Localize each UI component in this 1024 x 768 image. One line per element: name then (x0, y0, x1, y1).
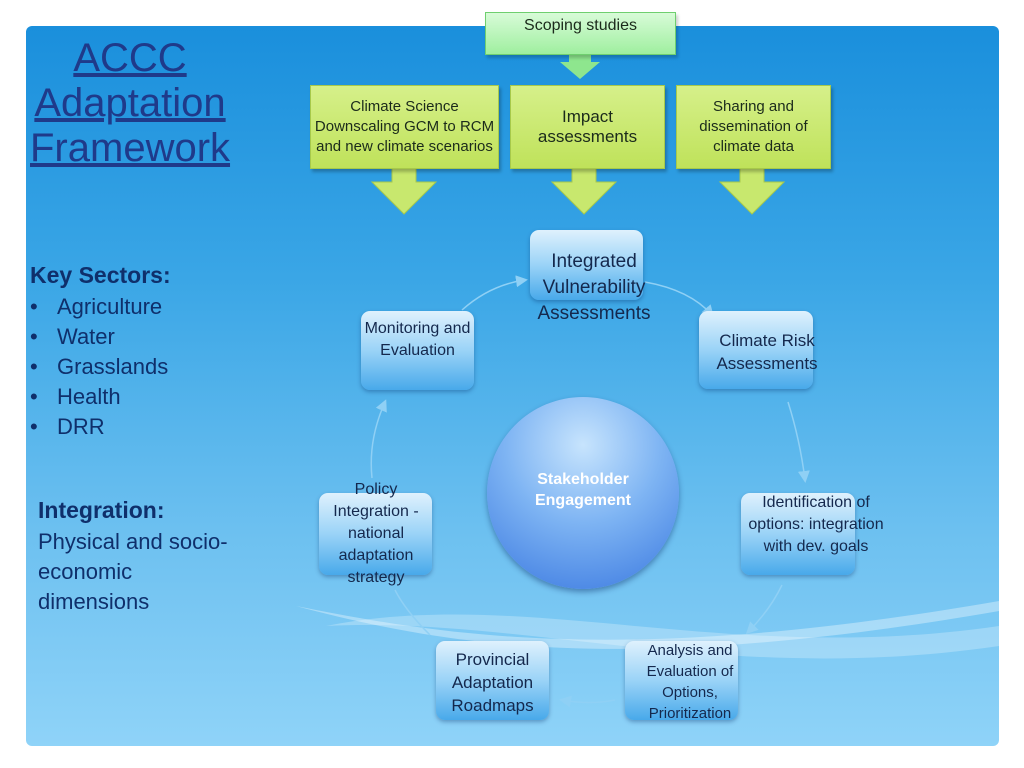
title-line-3: Framework (30, 126, 231, 170)
identification-box (741, 493, 855, 575)
decorative-swoosh (296, 601, 999, 659)
stakeholder-circle (487, 397, 679, 589)
down-arrow-1 (370, 166, 438, 215)
identification-label: Identification of options: integration w… (748, 494, 884, 555)
connector-provincial-policy (394, 589, 431, 636)
scoping-studies-box: Scoping studies (485, 12, 676, 55)
policy-integration-box (319, 493, 432, 575)
connector-monitor-ivas (461, 275, 528, 311)
key-sectors-list: •Agriculture •Water •Grasslands •Health … (30, 292, 168, 442)
list-item: •Health (30, 384, 121, 409)
connector-ident-analysis (745, 584, 783, 635)
connector-policy-monitor (370, 399, 387, 479)
list-item: •Agriculture (30, 294, 163, 319)
connector-ivas-climate (644, 281, 714, 318)
stakeholder-label: Stakeholder Engagement (534, 471, 631, 509)
integration-text: Physical and socio-economic dimensions (38, 529, 228, 614)
provincial-roadmaps-label: Provincial Adaptation Roadmaps (451, 650, 534, 715)
provincial-roadmaps-box (436, 641, 549, 720)
sharing-data-label: Sharing and dissemination of climate dat… (699, 98, 808, 155)
slide-title: ACCC Adaptation Framework (30, 36, 230, 171)
impact-assessments-box: Impact assessments (510, 85, 665, 169)
impact-assessments-label: Impact assessments (537, 107, 638, 146)
list-item: •Water (30, 324, 115, 349)
analysis-box (625, 641, 738, 720)
connector-analysis-provincial (559, 695, 616, 708)
key-sectors-heading: Key Sectors: (30, 262, 171, 288)
climate-risk-box (699, 311, 813, 389)
connector-climate-ident (787, 401, 810, 483)
analysis-label: Analysis and Evaluation of Options, Prio… (646, 642, 734, 722)
integrated-vulnerability-label: Integrated Vulnerability Assessments (537, 251, 651, 324)
down-arrow-3 (718, 166, 786, 215)
policy-integration-label: Policy Integration - national adaptation… (333, 481, 419, 586)
climate-science-label: Climate Science Downscaling GCM to RCM a… (314, 98, 495, 155)
integrated-vulnerability-box (530, 230, 643, 300)
scoping-down-arrow (560, 55, 600, 79)
down-arrow-2 (550, 166, 618, 215)
title-line-2: Adaptation (34, 81, 226, 125)
climate-risk-label: Climate Risk Assessments (716, 331, 818, 373)
title-line-1: ACCC (73, 36, 187, 80)
monitoring-box (361, 311, 474, 390)
list-item: •DRR (30, 414, 105, 439)
sharing-data-box: Sharing and dissemination of climate dat… (676, 85, 831, 169)
list-item: •Grasslands (30, 354, 169, 379)
monitoring-label: Monitoring and Evaluation (364, 320, 471, 359)
climate-science-box: Climate Science Downscaling GCM to RCM a… (310, 85, 499, 169)
integration-heading: Integration: (38, 497, 165, 523)
